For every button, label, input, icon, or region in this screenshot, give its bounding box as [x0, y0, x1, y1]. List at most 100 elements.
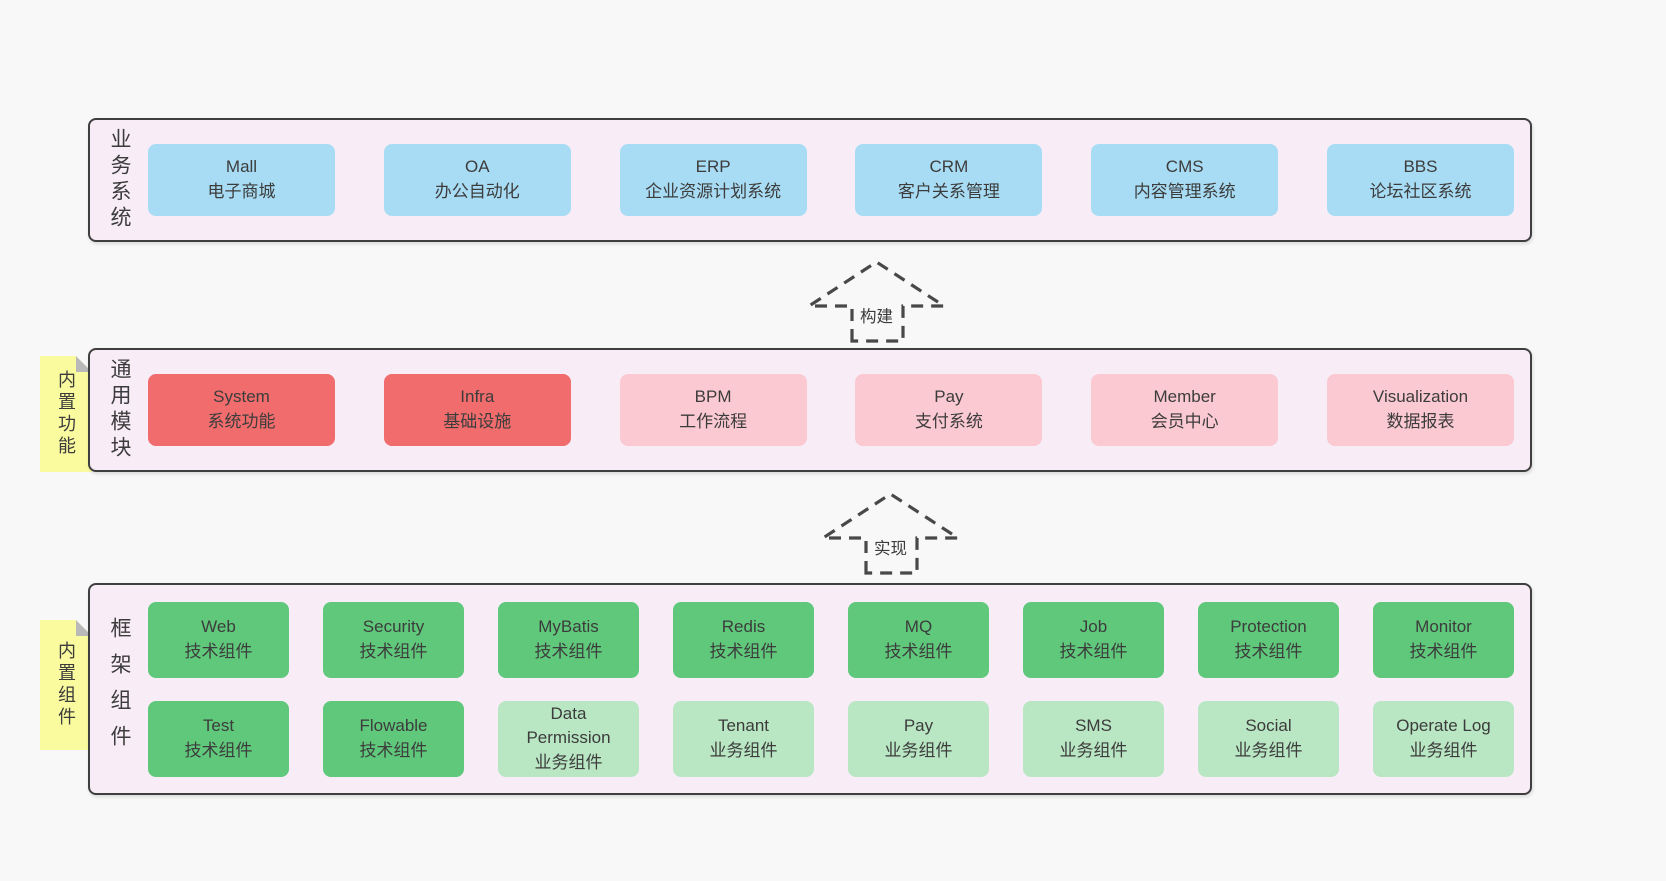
component-box: MQ 技术组件	[848, 601, 989, 678]
box-title: OA	[465, 157, 490, 177]
box-subtitle: 技术组件	[1234, 641, 1303, 661]
box-subtitle: 技术组件	[884, 641, 953, 661]
box-subtitle: 系统功能	[207, 412, 276, 431]
component-box: Pay 业务组件	[848, 700, 989, 777]
box-subtitle: 技术组件	[1409, 641, 1478, 661]
sticky-note-builtin-features: 内置功能	[40, 356, 92, 472]
component-box: ERP 企业资源计划系统	[619, 144, 807, 216]
component-box: Web 技术组件	[148, 601, 289, 678]
component-box: System 系统功能	[148, 374, 335, 446]
box-subtitle: 支付系统	[914, 412, 983, 431]
implement-arrow: 实现	[820, 490, 961, 576]
box-title: MQ	[904, 616, 933, 636]
box-subtitle: 客户关系管理	[897, 182, 1000, 201]
box-subtitle: 会员中心	[1150, 412, 1219, 431]
component-box: Test 技术组件	[148, 700, 289, 777]
box-title: Operate Log	[1396, 715, 1491, 735]
box-subtitle: 技术组件	[709, 641, 778, 661]
box-subtitle: 内容管理系统	[1133, 182, 1236, 201]
component-box: CRM 客户关系管理	[855, 144, 1043, 216]
arrow-label: 实现	[871, 534, 910, 560]
component-box: Flowable 技术组件	[323, 700, 464, 777]
layer-label: 业务系统	[108, 128, 131, 232]
component-box: MyBatis 技术组件	[498, 601, 639, 678]
box-subtitle: 技术组件	[1059, 641, 1128, 661]
arrow-label: 构建	[857, 302, 896, 328]
box-title: Protection	[1230, 616, 1307, 636]
box-title: Member	[1153, 387, 1216, 407]
component-box: Protection 技术组件	[1198, 601, 1339, 678]
component-box: Infra 基础设施	[383, 374, 571, 446]
sticky-note-builtin-components: 内置组件	[40, 620, 92, 750]
component-box: Redis 技术组件	[673, 601, 814, 678]
box-subtitle: 企业资源计划系统	[645, 182, 782, 201]
component-box: Visualization 数据报表	[1326, 374, 1514, 446]
box-title: CRM	[929, 157, 969, 177]
box-title: CMS	[1165, 157, 1204, 177]
layer-panel-business-systems: 业务系统 Mall 电子商城 OA 办公自动化 ERP 企业资源计划系统 CRM 客户关系管理…	[88, 118, 1532, 242]
component-box: Monitor 技术组件	[1373, 601, 1514, 678]
layer-label: 框架组件	[108, 617, 131, 761]
box-title: Mall	[225, 157, 258, 177]
component-box: CMS 内容管理系统	[1091, 144, 1279, 216]
box-subtitle: 业务组件	[1234, 740, 1303, 760]
box-subtitle: 技术组件	[359, 641, 428, 661]
box-title: Data Permission	[526, 703, 611, 748]
component-box: Operate Log 业务组件	[1373, 700, 1514, 777]
box-title: Pay	[903, 715, 934, 735]
box-subtitle: 数据报表	[1386, 412, 1455, 431]
component-box: Mall 电子商城	[148, 144, 335, 216]
box-title: System	[213, 387, 270, 407]
box-subtitle: 业务组件	[534, 752, 603, 772]
box-subtitle: 业务组件	[709, 740, 778, 760]
box-title: Monitor	[1415, 616, 1472, 636]
box-title: Tenant	[717, 715, 770, 735]
box-title: Infra	[460, 387, 495, 407]
up-arrow-icon	[806, 260, 947, 343]
box-subtitle: 电子商城	[207, 182, 276, 201]
layer-boxes: Mall 电子商城 OA 办公自动化 ERP 企业资源计划系统 CRM 客户关系管理 CMS 内容…	[148, 120, 1530, 240]
box-subtitle: 业务组件	[1409, 740, 1478, 760]
note-label: 内置组件	[56, 641, 76, 729]
box-subtitle: 办公自动化	[434, 182, 520, 201]
component-box: Member 会员中心	[1091, 374, 1279, 446]
build-arrow: 构建	[806, 258, 947, 344]
box-title: BPM	[694, 387, 732, 407]
box-subtitle: 技术组件	[359, 740, 428, 760]
box-subtitle: 业务组件	[1059, 740, 1128, 760]
component-box: SMS 业务组件	[1023, 700, 1164, 777]
component-box: Security 技术组件	[323, 601, 464, 678]
box-title: Visualization	[1372, 387, 1469, 407]
box-title: ERP	[695, 157, 731, 177]
component-box: BPM 工作流程	[619, 374, 807, 446]
box-title: Test	[202, 715, 235, 735]
box-subtitle: 基础设施	[443, 412, 512, 431]
up-arrow-icon	[820, 492, 961, 575]
component-box: Data Permission 业务组件	[498, 700, 639, 777]
box-title: Flowable	[359, 715, 428, 735]
box-subtitle: 技术组件	[184, 740, 253, 760]
box-title: SMS	[1075, 715, 1112, 735]
box-subtitle: 技术组件	[534, 641, 603, 661]
box-title: Security	[362, 616, 425, 636]
box-subtitle: 论坛社区系统	[1369, 182, 1472, 201]
box-subtitle: 技术组件	[184, 641, 253, 661]
component-box: OA 办公自动化	[383, 144, 571, 216]
box-title: Social	[1245, 715, 1292, 735]
box-title: Web	[201, 616, 236, 636]
box-subtitle: 工作流程	[679, 412, 748, 431]
box-title: Redis	[721, 616, 766, 636]
component-box: Tenant 业务组件	[673, 700, 814, 777]
component-box: Social 业务组件	[1198, 700, 1339, 777]
box-title: MyBatis	[538, 616, 599, 636]
layer-label: 通用模块	[108, 358, 131, 462]
note-label: 内置功能	[56, 370, 76, 458]
box-subtitle: 业务组件	[884, 740, 953, 760]
